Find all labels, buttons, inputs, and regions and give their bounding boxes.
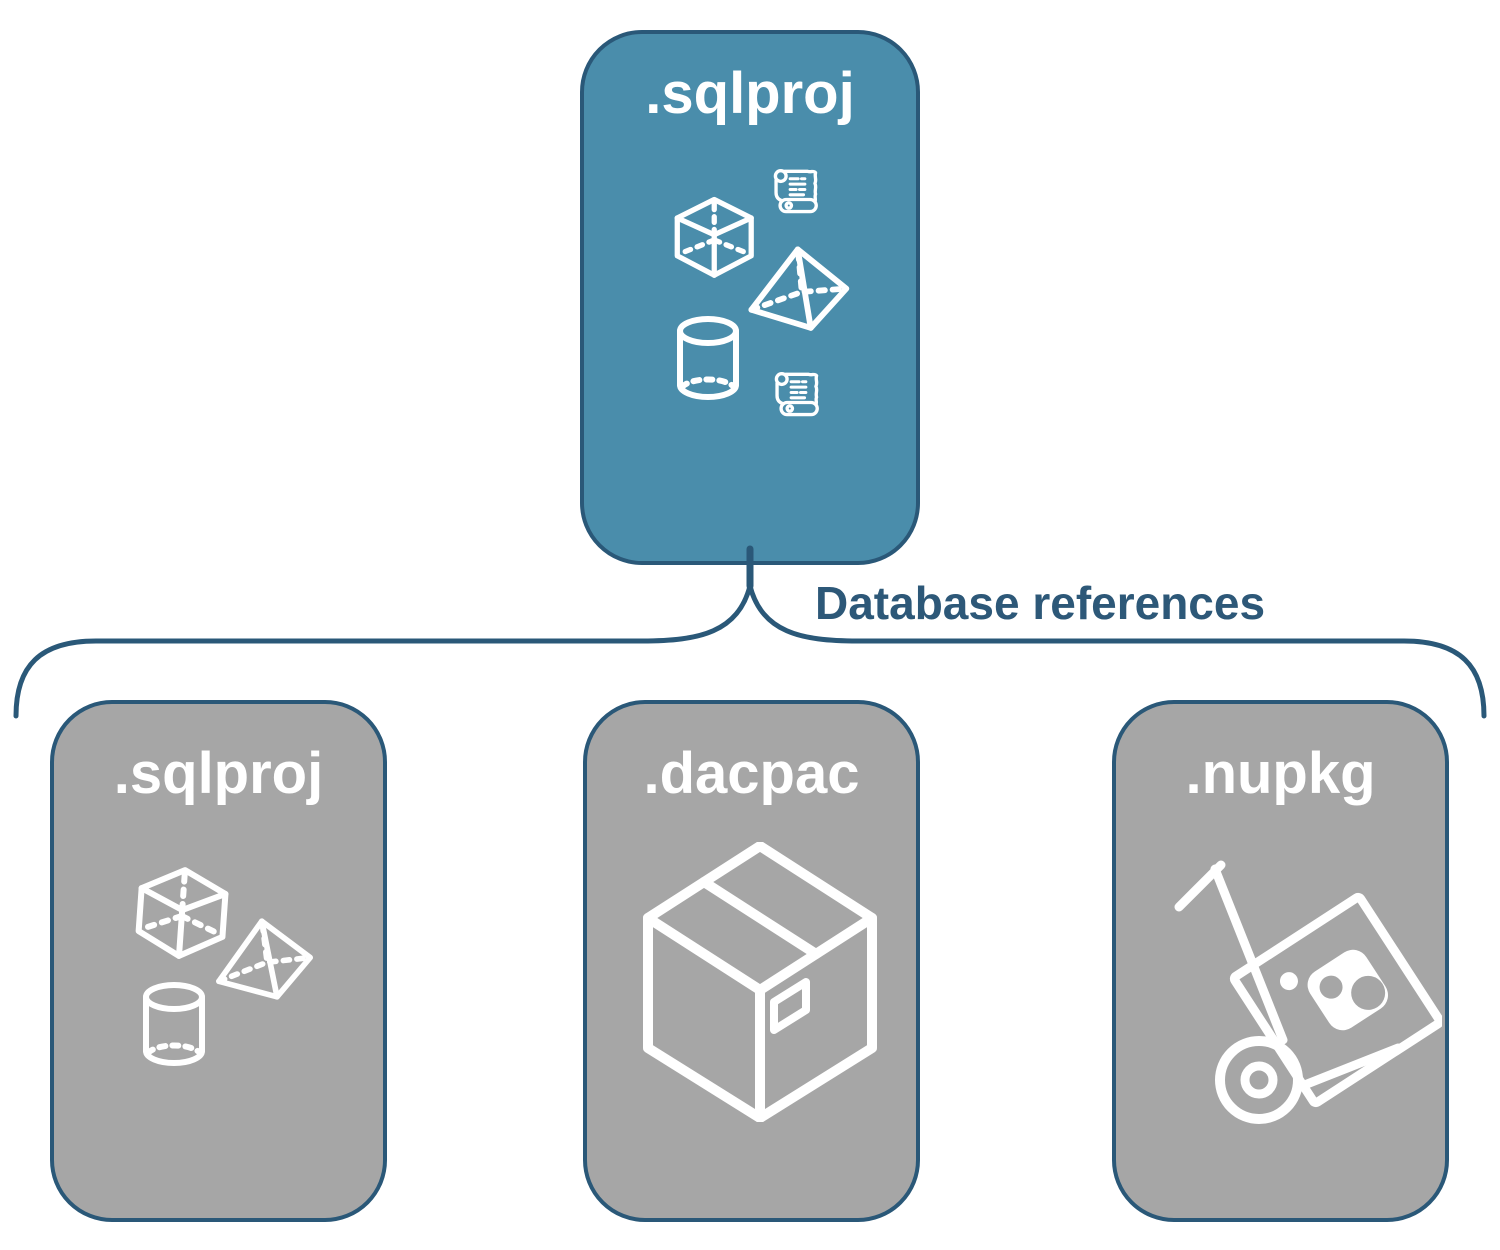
cylinder-icon (680, 319, 736, 397)
package-box-icon (643, 842, 877, 1122)
scroll-icon (773, 169, 818, 214)
child-node-dacpac: .dacpac (583, 700, 920, 1222)
child-node-nupkg: .nupkg (1112, 700, 1449, 1222)
child-node-sqlproj: .sqlproj (50, 700, 387, 1222)
child-node-title: .nupkg (1185, 741, 1376, 806)
edge-label-database-references: Database references (815, 577, 1266, 629)
truck-ledge (1302, 1043, 1403, 1089)
cube-icon (137, 867, 227, 959)
shipping-label-icon (770, 978, 810, 1034)
root-node-sqlproj: .sqlproj (580, 30, 920, 565)
sql-objects-icons (662, 169, 872, 417)
truck-wheel-hub (1240, 1061, 1278, 1099)
nuget-package (1229, 892, 1442, 1108)
root-node-title: .sqlproj (645, 61, 855, 126)
sql-objects-icons (122, 862, 332, 1072)
brace-left-half (13, 583, 753, 719)
nuget-hand-truck-icon (1174, 860, 1442, 1124)
scroll-icon (774, 372, 819, 417)
cube-icon (677, 200, 751, 276)
cylinder-icon (146, 985, 202, 1063)
truck-rail (1210, 864, 1288, 1045)
pyramid-icon (744, 243, 851, 335)
child-node-title: .dacpac (643, 741, 860, 806)
child-node-title: .sqlproj (113, 741, 324, 806)
